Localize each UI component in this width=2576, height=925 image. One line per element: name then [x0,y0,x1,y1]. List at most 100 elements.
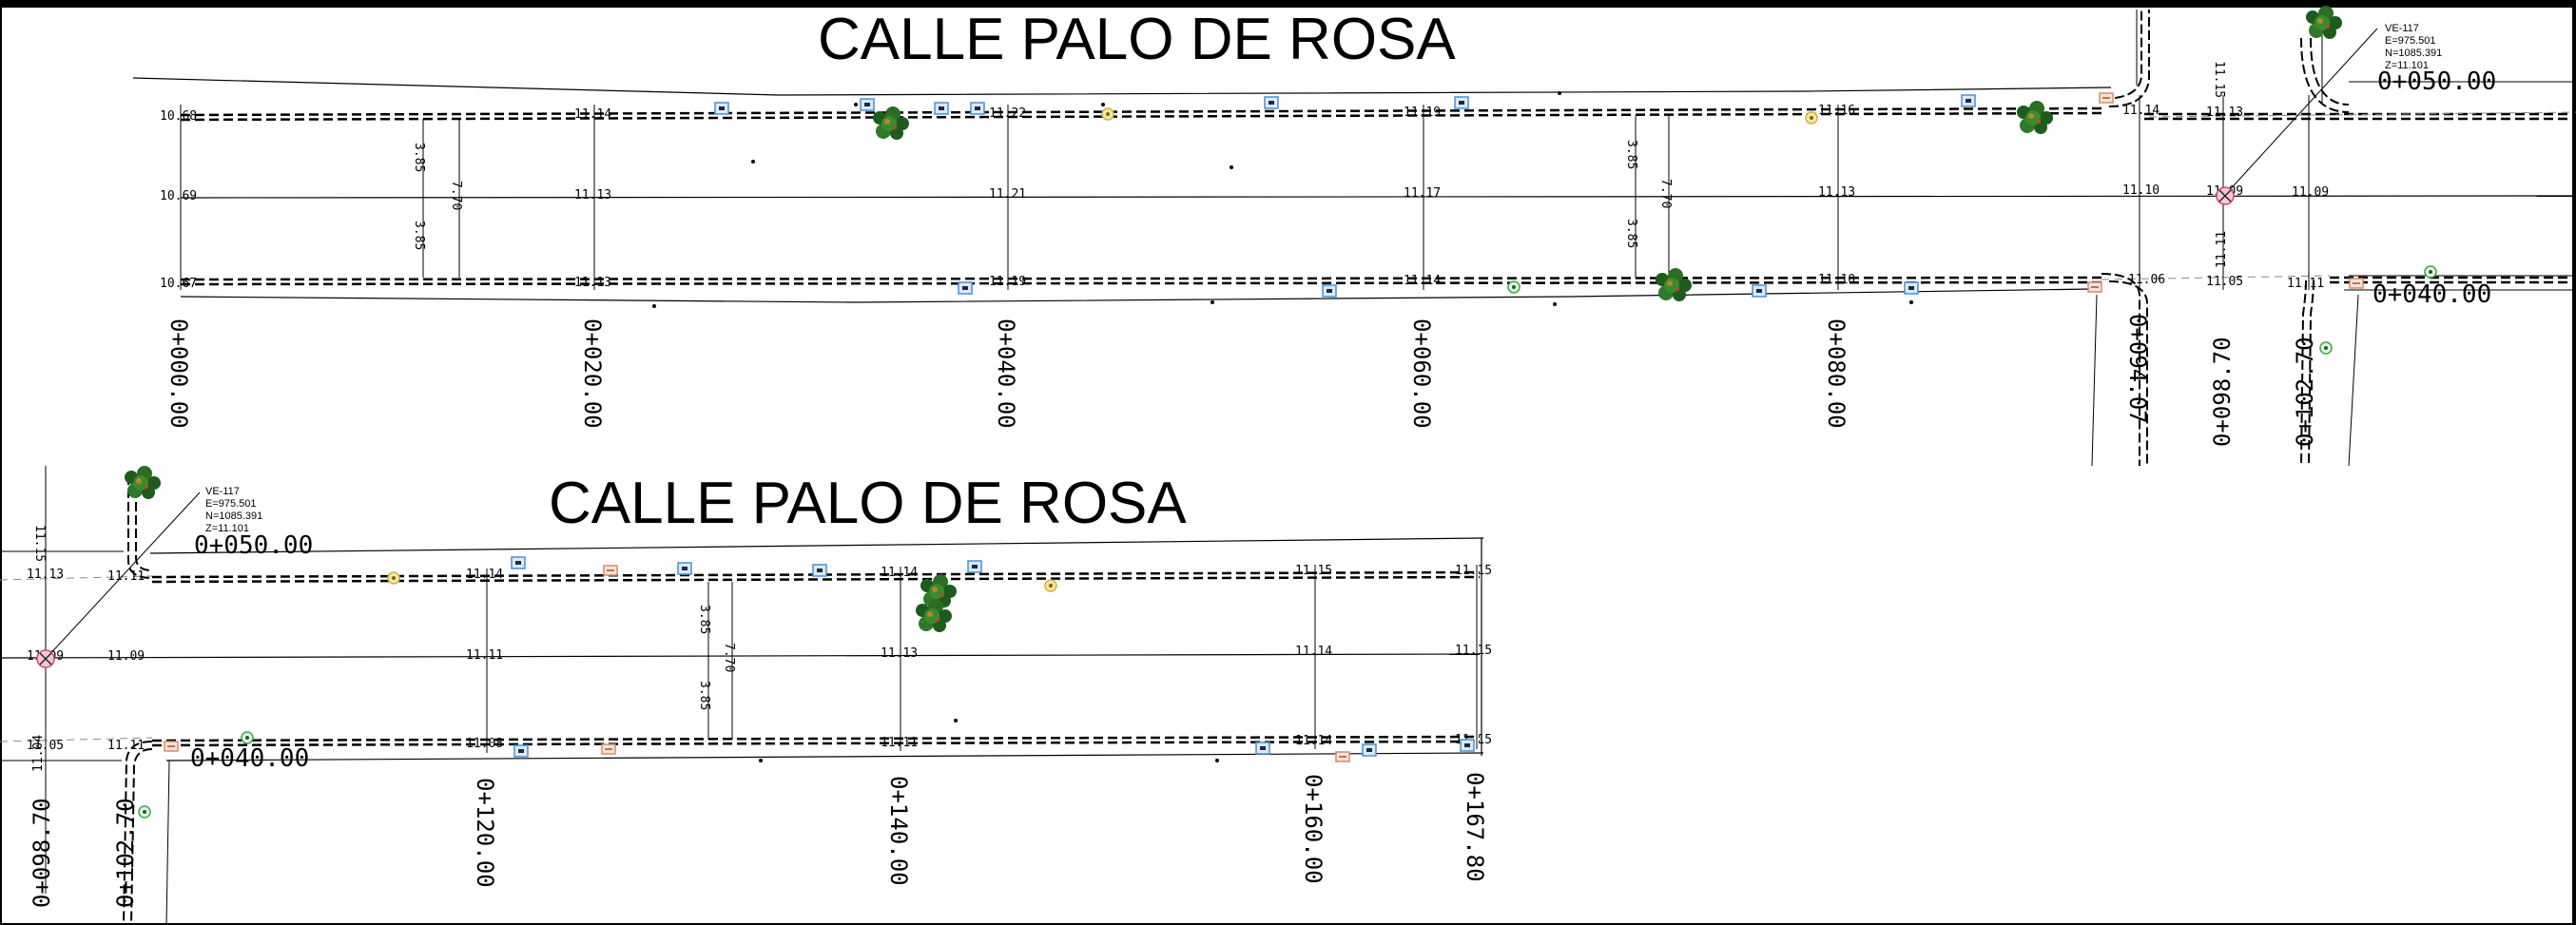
svg-text:11.14: 11.14 [1295,734,1332,748]
svg-text:Z=11.101: Z=11.101 [2385,60,2429,71]
manhole-icon [714,102,729,115]
svg-text:3.85: 3.85 [697,605,711,634]
meter-icon [601,743,616,755]
elevations-bottom-mid: 11.09 11.09 11.11 11.13 11.14 11.15 [27,644,1492,664]
svg-text:11.11: 11.11 [2287,277,2324,291]
valve-callout-top: VE-117 E=975.501 N=1085.391 Z=11.101 [2224,23,2442,196]
svg-text:7.70: 7.70 [449,181,463,210]
svg-text:11.22: 11.22 [989,106,1026,121]
valve-icon [1507,280,1520,294]
tree-icon [2306,6,2342,39]
svg-text:E=975.501: E=975.501 [205,498,257,510]
manhole-icon [1264,96,1279,109]
dimension-group-b: 3.85 7.70 3.85 [1624,116,1673,278]
svg-text:N=1085.391: N=1085.391 [205,511,262,522]
svg-text:11.17: 11.17 [1404,186,1441,201]
station-labels-top: 0+000.00 0+020.00 0+040.00 0+060.00 0+08… [165,314,2318,447]
svg-text:11.13: 11.13 [1818,185,1855,200]
manhole-icon [1362,743,1377,757]
svg-text:0+160.00: 0+160.00 [1300,774,1327,884]
svg-text:11.13: 11.13 [574,188,611,202]
meter-icon [2099,92,2114,104]
svg-text:11.19: 11.19 [1404,106,1441,120]
valve-icon [1805,111,1818,125]
svg-text:7.70: 7.70 [1658,179,1673,208]
manhole-icon [934,102,949,115]
svg-text:11.06: 11.06 [2128,273,2165,287]
svg-text:11.14: 11.14 [466,568,503,582]
svg-text:10.69: 10.69 [160,189,197,203]
cross-label-top-a: 0+050.00 [2377,67,2496,96]
meter-icon [1335,751,1350,762]
manhole-icon [1752,284,1767,298]
elev-vertical-top-b: 11.11 [2215,231,2229,268]
hydrant-icon [2216,186,2235,205]
svg-text:0+140.00: 0+140.00 [885,776,912,886]
survey-points [652,91,1913,762]
svg-text:11.11: 11.11 [466,648,503,663]
svg-text:3.85: 3.85 [412,143,426,172]
svg-text:0+167.80: 0+167.80 [1462,772,1488,882]
svg-text:0+000.00: 0+000.00 [165,318,192,429]
svg-text:E=975.501: E=975.501 [2385,35,2436,47]
svg-text:3.85: 3.85 [412,221,426,250]
manhole-icon [513,744,529,758]
svg-text:0+102.70: 0+102.70 [2292,337,2318,447]
manhole-icon [1904,281,1919,295]
svg-text:11.19: 11.19 [989,275,1026,289]
svg-text:11.15: 11.15 [1455,644,1492,658]
elev-vertical-bottom-a: 11.15 [32,525,47,562]
manhole-icon [958,281,973,295]
manhole-icon [1454,96,1469,109]
svg-text:0+060.00: 0+060.00 [1408,318,1435,429]
curb-bottom-lower [151,735,1481,747]
curb-top-upper [180,106,2576,122]
svg-text:N=1085.391: N=1085.391 [2385,48,2442,59]
elev-vertical-top-a: 11.15 [2212,61,2226,98]
svg-text:11.13: 11.13 [881,646,918,661]
elevations-top-mid: 10.69 11.13 11.21 11.17 11.13 11.10 11.0… [160,183,2329,203]
svg-text:11.13: 11.13 [574,276,611,290]
manhole-icon [1322,284,1337,298]
svg-text:0+120.00: 0+120.00 [472,778,498,888]
meter-icon [164,741,179,752]
svg-text:11.14: 11.14 [574,107,611,122]
svg-text:0+098.70: 0+098.70 [2209,337,2236,447]
svg-text:11.13: 11.13 [2206,106,2243,120]
elevations-top-lower: 10.67 11.13 11.19 11.14 11.10 11.06 11.0… [160,273,2324,291]
svg-text:11.14: 11.14 [1295,645,1332,659]
svg-text:11.13: 11.13 [27,568,64,582]
cross-label-bottom-a: 0+050.00 [194,531,313,560]
svg-text:11.14: 11.14 [1404,274,1441,288]
manhole-icon [860,98,875,111]
tree-icon [873,106,909,140]
svg-text:VE-117: VE-117 [205,486,240,497]
curb-top-lower [180,276,2576,286]
cross-label-top-b: 0+040.00 [2373,280,2491,309]
elevations-top-upper: 10.68 11.14 11.22 11.19 11.16 11.14 11.1… [160,104,2243,124]
svg-text:0+102.70: 0+102.70 [112,798,139,908]
svg-text:Z=11.101: Z=11.101 [205,523,249,534]
title-top: CALLE PALO DE ROSA [818,7,1456,72]
manhole-icon [967,560,982,573]
svg-text:0+020.00: 0+020.00 [579,318,606,429]
svg-text:11.21: 11.21 [989,187,1026,202]
svg-text:11.05: 11.05 [2206,275,2243,289]
svg-text:11.08: 11.08 [466,737,503,751]
tree-icon [1656,268,1692,301]
svg-text:0+098.70: 0+098.70 [29,798,55,908]
tree-icon [2017,101,2053,134]
valve-icon [2319,341,2333,355]
svg-text:0+080.00: 0+080.00 [1823,318,1850,429]
svg-text:11.15: 11.15 [1295,564,1332,578]
dimension-group-c: 3.85 7.70 3.85 [697,582,736,740]
svg-text:11.14: 11.14 [2122,104,2160,118]
svg-text:11.05: 11.05 [27,739,64,753]
meter-icon [603,565,618,576]
title-bottom: CALLE PALO DE ROSA [549,471,1187,536]
valve-callout-bottom: VE-117 E=975.501 N=1085.391 Z=11.101 [45,486,262,660]
svg-text:10.67: 10.67 [160,277,197,291]
station-labels-bottom: 0+098.70 0+102.70 0+120.00 0+140.00 0+16… [29,772,1488,908]
cross-label-bottom-b: 0+040.00 [190,744,309,773]
